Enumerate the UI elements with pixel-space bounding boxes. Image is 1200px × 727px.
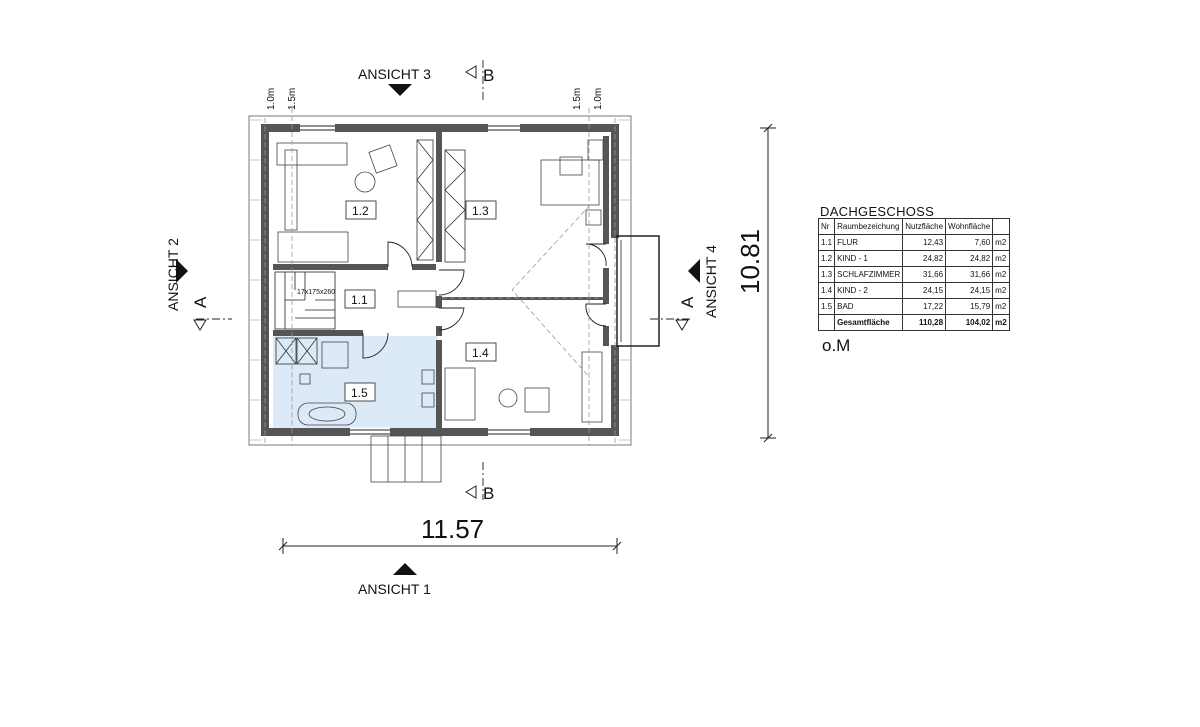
ansicht-2-label: ANSICHT 2: [165, 238, 181, 311]
depth-dimension-line: [760, 123, 776, 443]
section-b-label-top: B: [483, 66, 494, 85]
section-b-marker-bottom: [465, 485, 477, 499]
roof-hatch-left: [249, 119, 262, 441]
offset-label-left-1: 1.0m: [266, 88, 277, 110]
cell-nutz: 12,43: [902, 234, 947, 251]
cell-name: SCHLAFZIMMER: [834, 266, 904, 283]
shaft-boxes: [275, 337, 318, 365]
area-table: Nr Raumbezeichung Nutzfläche Wohnfläche …: [817, 218, 1010, 331]
cell-empty: [817, 314, 836, 331]
section-a-marker-left: [193, 319, 207, 331]
room-label-1-1: 1.1: [351, 293, 368, 307]
cell-nutz: 17,22: [902, 298, 947, 315]
total-nutz: 110,28: [902, 314, 947, 331]
header-nr: Nr: [817, 218, 836, 235]
cell-nutz: 31,66: [902, 266, 947, 283]
interior-walls: [273, 132, 609, 428]
cell-unit: m2: [992, 250, 1010, 267]
section-a-marker-right: [675, 319, 689, 331]
room-label-1-5: 1.5: [351, 386, 368, 400]
offset-label-right-2: 1.5m: [572, 88, 583, 110]
offset-label-right-1: 1.0m: [593, 88, 604, 110]
stair-label: 17x175x260: [297, 289, 335, 296]
window-lines: [300, 125, 530, 435]
ansicht-1-arrow: [393, 563, 417, 575]
cell-wohn: 15,79: [945, 298, 994, 315]
wardrobes: [416, 139, 466, 263]
cell-name: KIND - 2: [834, 282, 904, 299]
table-total-row: Gesamtfläche 110,28 104,02 m2: [817, 314, 1010, 331]
cell-unit: m2: [992, 234, 1010, 251]
cell-nr: 1.5: [817, 298, 836, 315]
table-row: 1.2 KIND - 1 24,82 24,82 m2: [817, 250, 1010, 267]
cell-name: KIND - 1: [834, 250, 904, 267]
table-row: 1.4 KIND - 2 24,15 24,15 m2: [817, 282, 1010, 299]
total-unit: m2: [992, 314, 1010, 331]
ansicht-3-label: ANSICHT 3: [358, 66, 431, 82]
ansicht-4-label: ANSICHT 4: [703, 245, 719, 318]
room-labels: 1.2 1.3 1.1 1.4 1.5: [344, 200, 497, 402]
offset-label-left-2: 1.5m: [287, 88, 298, 110]
cell-wohn: 7,60: [945, 234, 994, 251]
header-nutz: Nutzfläche: [902, 218, 947, 235]
bath-fill: [273, 336, 438, 428]
total-wohn: 104,02: [945, 314, 994, 331]
section-b-marker-top: [465, 65, 477, 79]
section-a-label-right: A: [678, 296, 697, 308]
dormer: [616, 235, 660, 347]
roof-hatch-right: [618, 119, 631, 441]
depth-dimension-label: 10.81: [735, 229, 765, 294]
cell-nr: 1.4: [817, 282, 836, 299]
header-wohn: Wohnfläche: [945, 218, 994, 235]
ansicht-3-arrow: [388, 84, 412, 96]
roof-outline: [248, 115, 632, 446]
cell-nr: 1.3: [817, 266, 836, 283]
room-label-1-2: 1.2: [352, 204, 369, 218]
cell-wohn: 24,82: [945, 250, 994, 267]
table-row: 1.3 SCHLAFZIMMER 31,66 31,66 m2: [817, 266, 1010, 283]
room-label-1-3: 1.3: [472, 204, 489, 218]
cell-nr: 1.2: [817, 250, 836, 267]
table-row: 1.5 BAD 17,22 15,79 m2: [817, 298, 1010, 315]
table-header-row: Nr Raumbezeichung Nutzfläche Wohnfläche: [817, 218, 1010, 235]
doors: [362, 241, 607, 359]
cell-unit: m2: [992, 266, 1010, 283]
width-dimension-label: 11.57: [421, 514, 484, 544]
roof-slope-lines: [264, 108, 616, 446]
table-row: 1.1 FLUR 12,43 7,60 m2: [817, 234, 1010, 251]
header-unit: [992, 218, 1010, 235]
section-b-label-bottom: B: [483, 484, 494, 503]
cell-name: BAD: [834, 298, 904, 315]
room-label-1-4: 1.4: [472, 346, 489, 360]
cell-nutz: 24,15: [902, 282, 947, 299]
cell-nutz: 24,82: [902, 250, 947, 267]
cell-nr: 1.1: [817, 234, 836, 251]
width-dimension-line: [278, 538, 622, 554]
cell-unit: m2: [992, 282, 1010, 299]
total-label: Gesamtfläche: [834, 314, 904, 331]
ansicht-1-label: ANSICHT 1: [358, 581, 431, 597]
table-title: DACHGESCHOSS: [820, 204, 935, 219]
furniture: [276, 139, 604, 426]
cell-name: FLUR: [834, 234, 904, 251]
cell-wohn: 31,66: [945, 266, 994, 283]
entrance-steps: [370, 435, 442, 483]
note-om: o.M: [822, 336, 851, 355]
section-a-label-left: A: [191, 296, 210, 308]
header-name: Raumbezeichung: [834, 218, 904, 235]
cell-unit: m2: [992, 298, 1010, 315]
ansicht-2-arrow: [176, 259, 188, 283]
staircase: [274, 271, 336, 330]
cell-wohn: 24,15: [945, 282, 994, 299]
ansicht-4-arrow: [688, 259, 700, 283]
